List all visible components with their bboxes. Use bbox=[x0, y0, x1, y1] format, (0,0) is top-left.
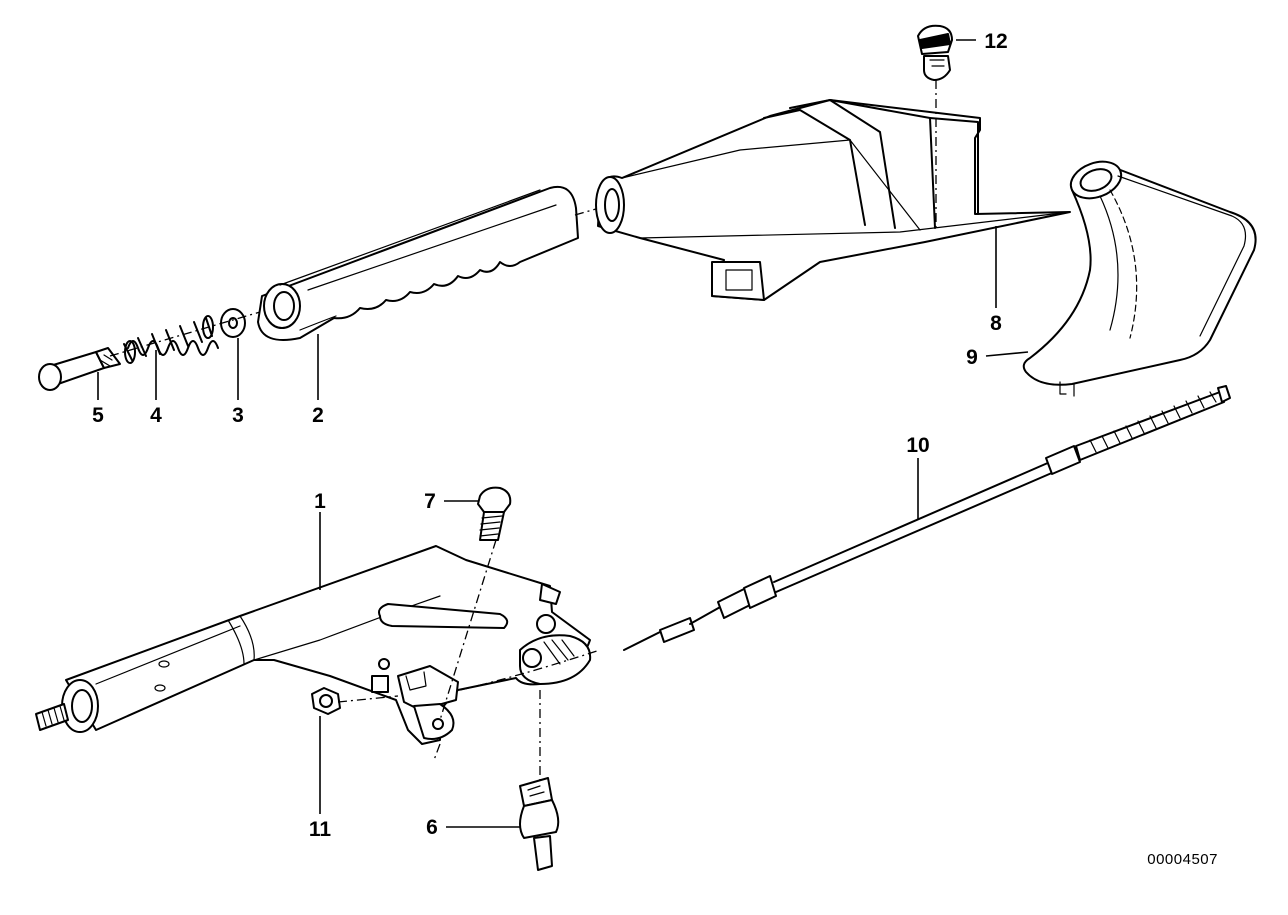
part-boot bbox=[1022, 160, 1257, 397]
callout-9: 9 bbox=[966, 346, 978, 369]
axis-line-cable-end bbox=[459, 649, 601, 691]
document-number: 00004507 bbox=[1147, 851, 1218, 868]
axis-line-bracket bbox=[433, 743, 441, 761]
part-lever-cover bbox=[595, 99, 1071, 301]
callout-1: 1 bbox=[314, 490, 326, 513]
callout-12: 12 bbox=[984, 30, 1007, 53]
callout-2: 2 bbox=[312, 404, 324, 427]
axis-line-grip bbox=[109, 311, 261, 357]
callout-3: 3 bbox=[232, 404, 244, 427]
callout-7: 7 bbox=[424, 490, 436, 513]
leader-9 bbox=[985, 351, 1029, 357]
axis-line-nut bbox=[337, 695, 399, 703]
callout-6: 6 bbox=[426, 816, 438, 839]
part-nut bbox=[311, 687, 341, 715]
callout-11: 11 bbox=[309, 818, 332, 841]
axis-line-grip-cover bbox=[574, 204, 611, 216]
part-bolt bbox=[477, 486, 512, 541]
callout-4: 4 bbox=[150, 404, 162, 427]
part-lever-base bbox=[35, 545, 592, 745]
callout-8: 8 bbox=[990, 312, 1002, 335]
part-switch bbox=[519, 777, 560, 871]
part-spring bbox=[123, 315, 219, 364]
part-cable bbox=[623, 385, 1231, 651]
part-handle-grip bbox=[257, 186, 579, 341]
callout-10: 10 bbox=[906, 434, 929, 457]
axis-line-bolt bbox=[439, 539, 497, 721]
callout-5: 5 bbox=[92, 404, 104, 427]
part-clip bbox=[917, 24, 953, 81]
part-push-button bbox=[38, 347, 121, 391]
